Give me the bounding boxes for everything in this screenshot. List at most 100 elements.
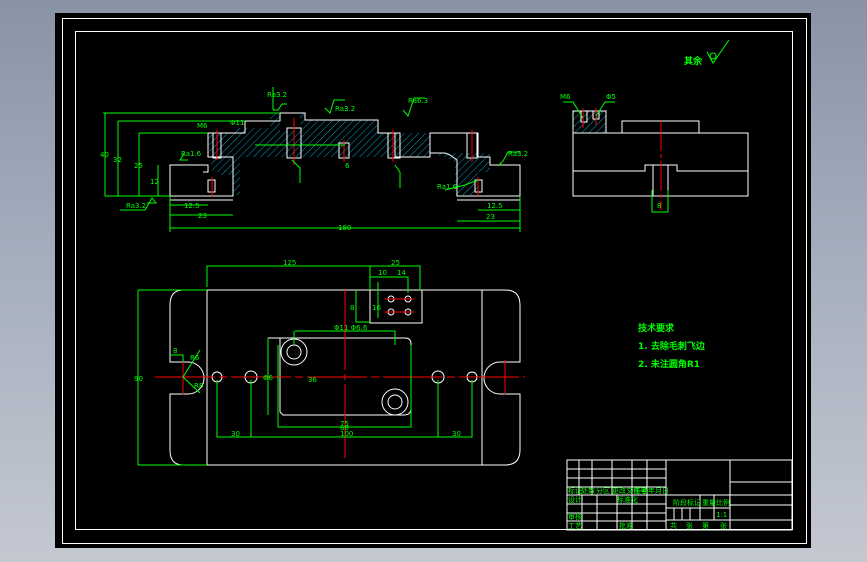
dim-text: R6 [190, 354, 200, 362]
roughness-mark [273, 103, 287, 111]
title-block-label: 共 [670, 521, 677, 530]
dim-text: Φ5 [606, 93, 616, 101]
leader-line [444, 179, 479, 191]
drawing-canvas[interactable]: 其余 [55, 13, 811, 548]
side-view-hole [580, 110, 588, 123]
title-block-label: 张 [686, 521, 693, 530]
dim-text: Φ6 [263, 374, 274, 382]
leader-line [291, 159, 301, 183]
dim-text: 36 [308, 376, 317, 384]
dim-pin-block-height [355, 290, 370, 323]
dim-hole-spacing-left [216, 380, 251, 438]
roughness-label: Ra1.6 [181, 150, 202, 158]
dim-text: 6 [345, 162, 350, 170]
title-block-label: 处数 [581, 486, 595, 495]
title-block-label: 阶段标记 [673, 498, 701, 507]
plan-view: 125 90 8 R6 R8 30 30 100 75 68 Φ11 Φ6.6 … [134, 259, 525, 466]
roughness-label: Ra3.2 [508, 150, 528, 158]
roughness-label: Ra3.2 [335, 105, 355, 113]
roughness-mark [402, 97, 425, 118]
bolt-hole-right [387, 132, 401, 159]
dim-slot-radius [182, 376, 201, 394]
dim-text: R8 [194, 382, 203, 390]
dim-text: 180 [338, 224, 351, 232]
section-outline [170, 112, 521, 197]
hatched-section-left [220, 157, 240, 195]
dim-text: 23 [486, 213, 495, 221]
surface-finish-label: 其余 [684, 55, 703, 67]
tech-req-title: 技术要求 [638, 322, 675, 334]
roughness-mark [324, 99, 345, 114]
dim-pin-block [370, 276, 409, 293]
dim-text: 10 [378, 269, 387, 277]
dim-text: 75 [340, 420, 349, 428]
roughness-label: Ra3.2 [126, 202, 146, 210]
tech-req-item: 2. 未注圆角R1 [638, 358, 700, 370]
title-block-label: 审核 [568, 512, 582, 521]
dim-text: M6 [560, 93, 571, 101]
dim-text: 25 [134, 162, 143, 170]
roughness-label: Ra1.6 [437, 183, 458, 191]
title-block-value: 1:1 [716, 511, 727, 519]
counterbore-hole [381, 388, 409, 416]
roughness-mark [497, 151, 520, 167]
dim-top-width [206, 265, 421, 290]
hatched-section [573, 111, 606, 133]
dim-text: 25 [391, 259, 400, 267]
title-block-label: 设计 [568, 495, 582, 504]
dim-text: 12.5 [487, 202, 503, 210]
inner-frame [75, 31, 793, 530]
dim-text: 12.5 [184, 202, 200, 210]
dim-bottom-span [250, 380, 439, 438]
title-block-label: 批准 [619, 521, 633, 530]
outer-frame [62, 18, 807, 544]
leader-line [394, 164, 401, 188]
dim-text: 8 [657, 202, 661, 210]
title-block-label: 张 [720, 521, 727, 530]
dim-text: 16 [372, 304, 381, 312]
dim-text: Φ11 Φ6.6 [334, 324, 368, 332]
title-block-label: 比例 [716, 498, 730, 507]
section-outline-left [169, 164, 209, 196]
dim-slot [170, 354, 184, 362]
title-block-label: 更改文件号 [612, 486, 647, 495]
cad-drawing-viewport[interactable]: 其余 [55, 13, 811, 548]
dim-pocket [295, 330, 396, 345]
dim-hole-spacing-right [438, 380, 473, 438]
dim-inner-width [277, 345, 412, 428]
dim-text: 8 [173, 347, 177, 355]
title-block-label: 签名 [634, 486, 648, 495]
tech-req-item: 1. 去除毛刺飞边 [638, 340, 706, 352]
dim-text: Φ11 [230, 119, 244, 127]
bolt-hole [387, 394, 403, 410]
dim-text: 125 [283, 259, 296, 267]
dim-slot-radius [182, 349, 201, 378]
title-block-label: 标记 [568, 486, 582, 495]
leader-line [595, 101, 615, 117]
dim-text: 100 [340, 430, 353, 438]
title-block-label: 重量 [702, 499, 716, 507]
title-block-label: 工艺 [568, 522, 582, 530]
roughness-label: Ra3.2 [267, 91, 287, 99]
dim-text: 30 [452, 430, 461, 438]
dim-text: 68 [340, 424, 349, 432]
roughness-mark [179, 153, 188, 161]
dim-text: 8 [350, 304, 354, 312]
roughness-symbol-icon [706, 39, 730, 64]
section-view: 40 32 25 12 12.5 23 180 12.5 23 M6 Φ11 6… [100, 87, 528, 232]
dim-text: 14 [397, 269, 406, 277]
bolt-hole [286, 344, 302, 360]
dim-text: 30 [231, 430, 240, 438]
technical-requirements: 技术要求 1. 去除毛刺飞边 2. 未注圆角R1 [638, 322, 706, 370]
pin-block [369, 289, 423, 324]
title-block-label: 第 [702, 521, 709, 530]
dim-text: 90 [134, 375, 143, 383]
title-block-label: 标准化 [617, 495, 638, 504]
dim-text: 23 [198, 212, 207, 220]
dim-text: 32 [113, 156, 122, 164]
roughness-mark [120, 197, 158, 211]
roughness-label: Ra6.3 [408, 97, 428, 105]
title-block: 标记 处数 分区 更改文件号 签名 年月日 设计 标准化 审核 工艺 批准 阶段… [566, 459, 793, 531]
dim-slot [651, 190, 669, 213]
surface-finish-note: 其余 [684, 39, 730, 67]
